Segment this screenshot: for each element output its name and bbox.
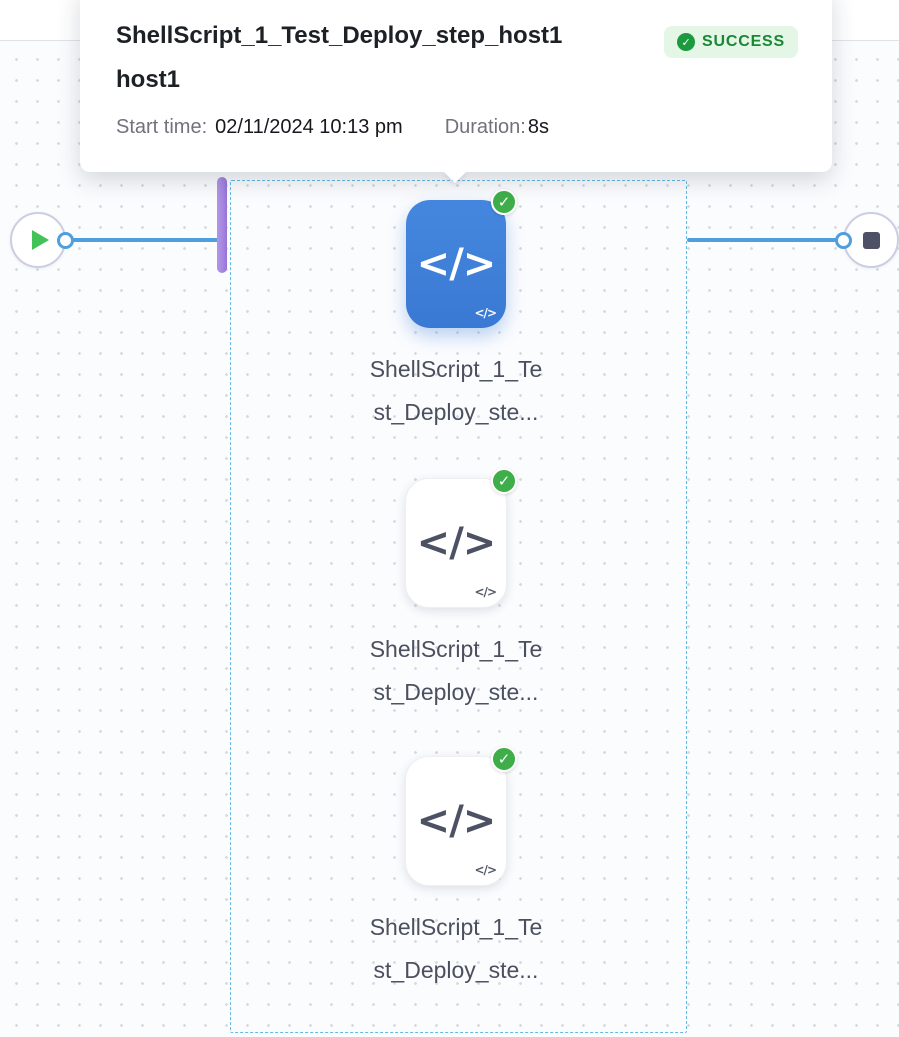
step-label-line1: ShellScript_1_Te	[370, 348, 543, 391]
shell-script-mini-icon: </>	[475, 585, 497, 599]
play-icon	[32, 230, 49, 250]
step-node-shellscript-1[interactable]: </> </> ✓ ShellScript_1_Te st_Deploy_ste…	[346, 200, 566, 434]
status-badge-label: SUCCESS	[702, 33, 785, 51]
shell-script-mini-icon: </>	[475, 863, 497, 877]
start-connector-port[interactable]	[57, 232, 74, 249]
success-check-icon: ✓	[491, 468, 517, 494]
step-label-line2: st_Deploy_ste...	[370, 671, 543, 714]
shell-script-icon: </>	[417, 523, 496, 563]
status-badge: ✓ SUCCESS	[664, 26, 798, 58]
start-time-value: 02/11/2024 10:13 pm	[215, 116, 403, 139]
start-time-label: Start time:	[116, 116, 207, 139]
step-label: ShellScript_1_Te st_Deploy_ste...	[370, 906, 543, 992]
step-node-shellscript-3[interactable]: </> </> ✓ ShellScript_1_Te st_Deploy_ste…	[346, 756, 566, 992]
step-label-line2: st_Deploy_ste...	[370, 391, 543, 434]
shell-script-icon: </>	[417, 244, 496, 284]
start-node[interactable]	[10, 212, 66, 268]
step-label-line1: ShellScript_1_Te	[370, 628, 543, 671]
duration-label: Duration:	[445, 116, 526, 139]
step-label: ShellScript_1_Te st_Deploy_ste...	[370, 348, 543, 434]
step-icon-container[interactable]: </> </> ✓	[405, 478, 507, 608]
step-tooltip: ShellScript_1_Test_Deploy_step_host1 hos…	[80, 0, 832, 172]
step-label-line1: ShellScript_1_Te	[370, 906, 543, 949]
edge-start-to-group	[68, 238, 220, 242]
success-check-icon: ✓	[491, 189, 517, 215]
tooltip-title: ShellScript_1_Test_Deploy_step_host1 hos…	[116, 14, 661, 102]
duration-value: 8s	[528, 116, 549, 139]
success-check-icon: ✓	[491, 746, 517, 772]
step-icon-container[interactable]: </> </> ✓	[406, 200, 506, 328]
success-check-icon: ✓	[677, 33, 695, 51]
step-label-line2: st_Deploy_ste...	[370, 949, 543, 992]
step-icon-container[interactable]: </> </> ✓	[405, 756, 507, 886]
edge-group-to-end	[687, 238, 845, 242]
stop-icon	[863, 232, 880, 249]
end-node[interactable]	[843, 212, 899, 268]
tooltip-arrow	[443, 171, 467, 183]
tooltip-title-line2: host1	[116, 58, 661, 102]
tooltip-meta: Start time: 02/11/2024 10:13 pm Duration…	[116, 116, 549, 139]
tooltip-title-line1: ShellScript_1_Test_Deploy_step_host1	[116, 14, 661, 58]
end-connector-port[interactable]	[835, 232, 852, 249]
step-node-shellscript-2[interactable]: </> </> ✓ ShellScript_1_Te st_Deploy_ste…	[346, 478, 566, 714]
shell-script-icon: </>	[417, 801, 496, 841]
shell-script-mini-icon: </>	[475, 306, 497, 320]
step-label: ShellScript_1_Te st_Deploy_ste...	[370, 628, 543, 714]
stage-divider-bar	[217, 177, 227, 273]
